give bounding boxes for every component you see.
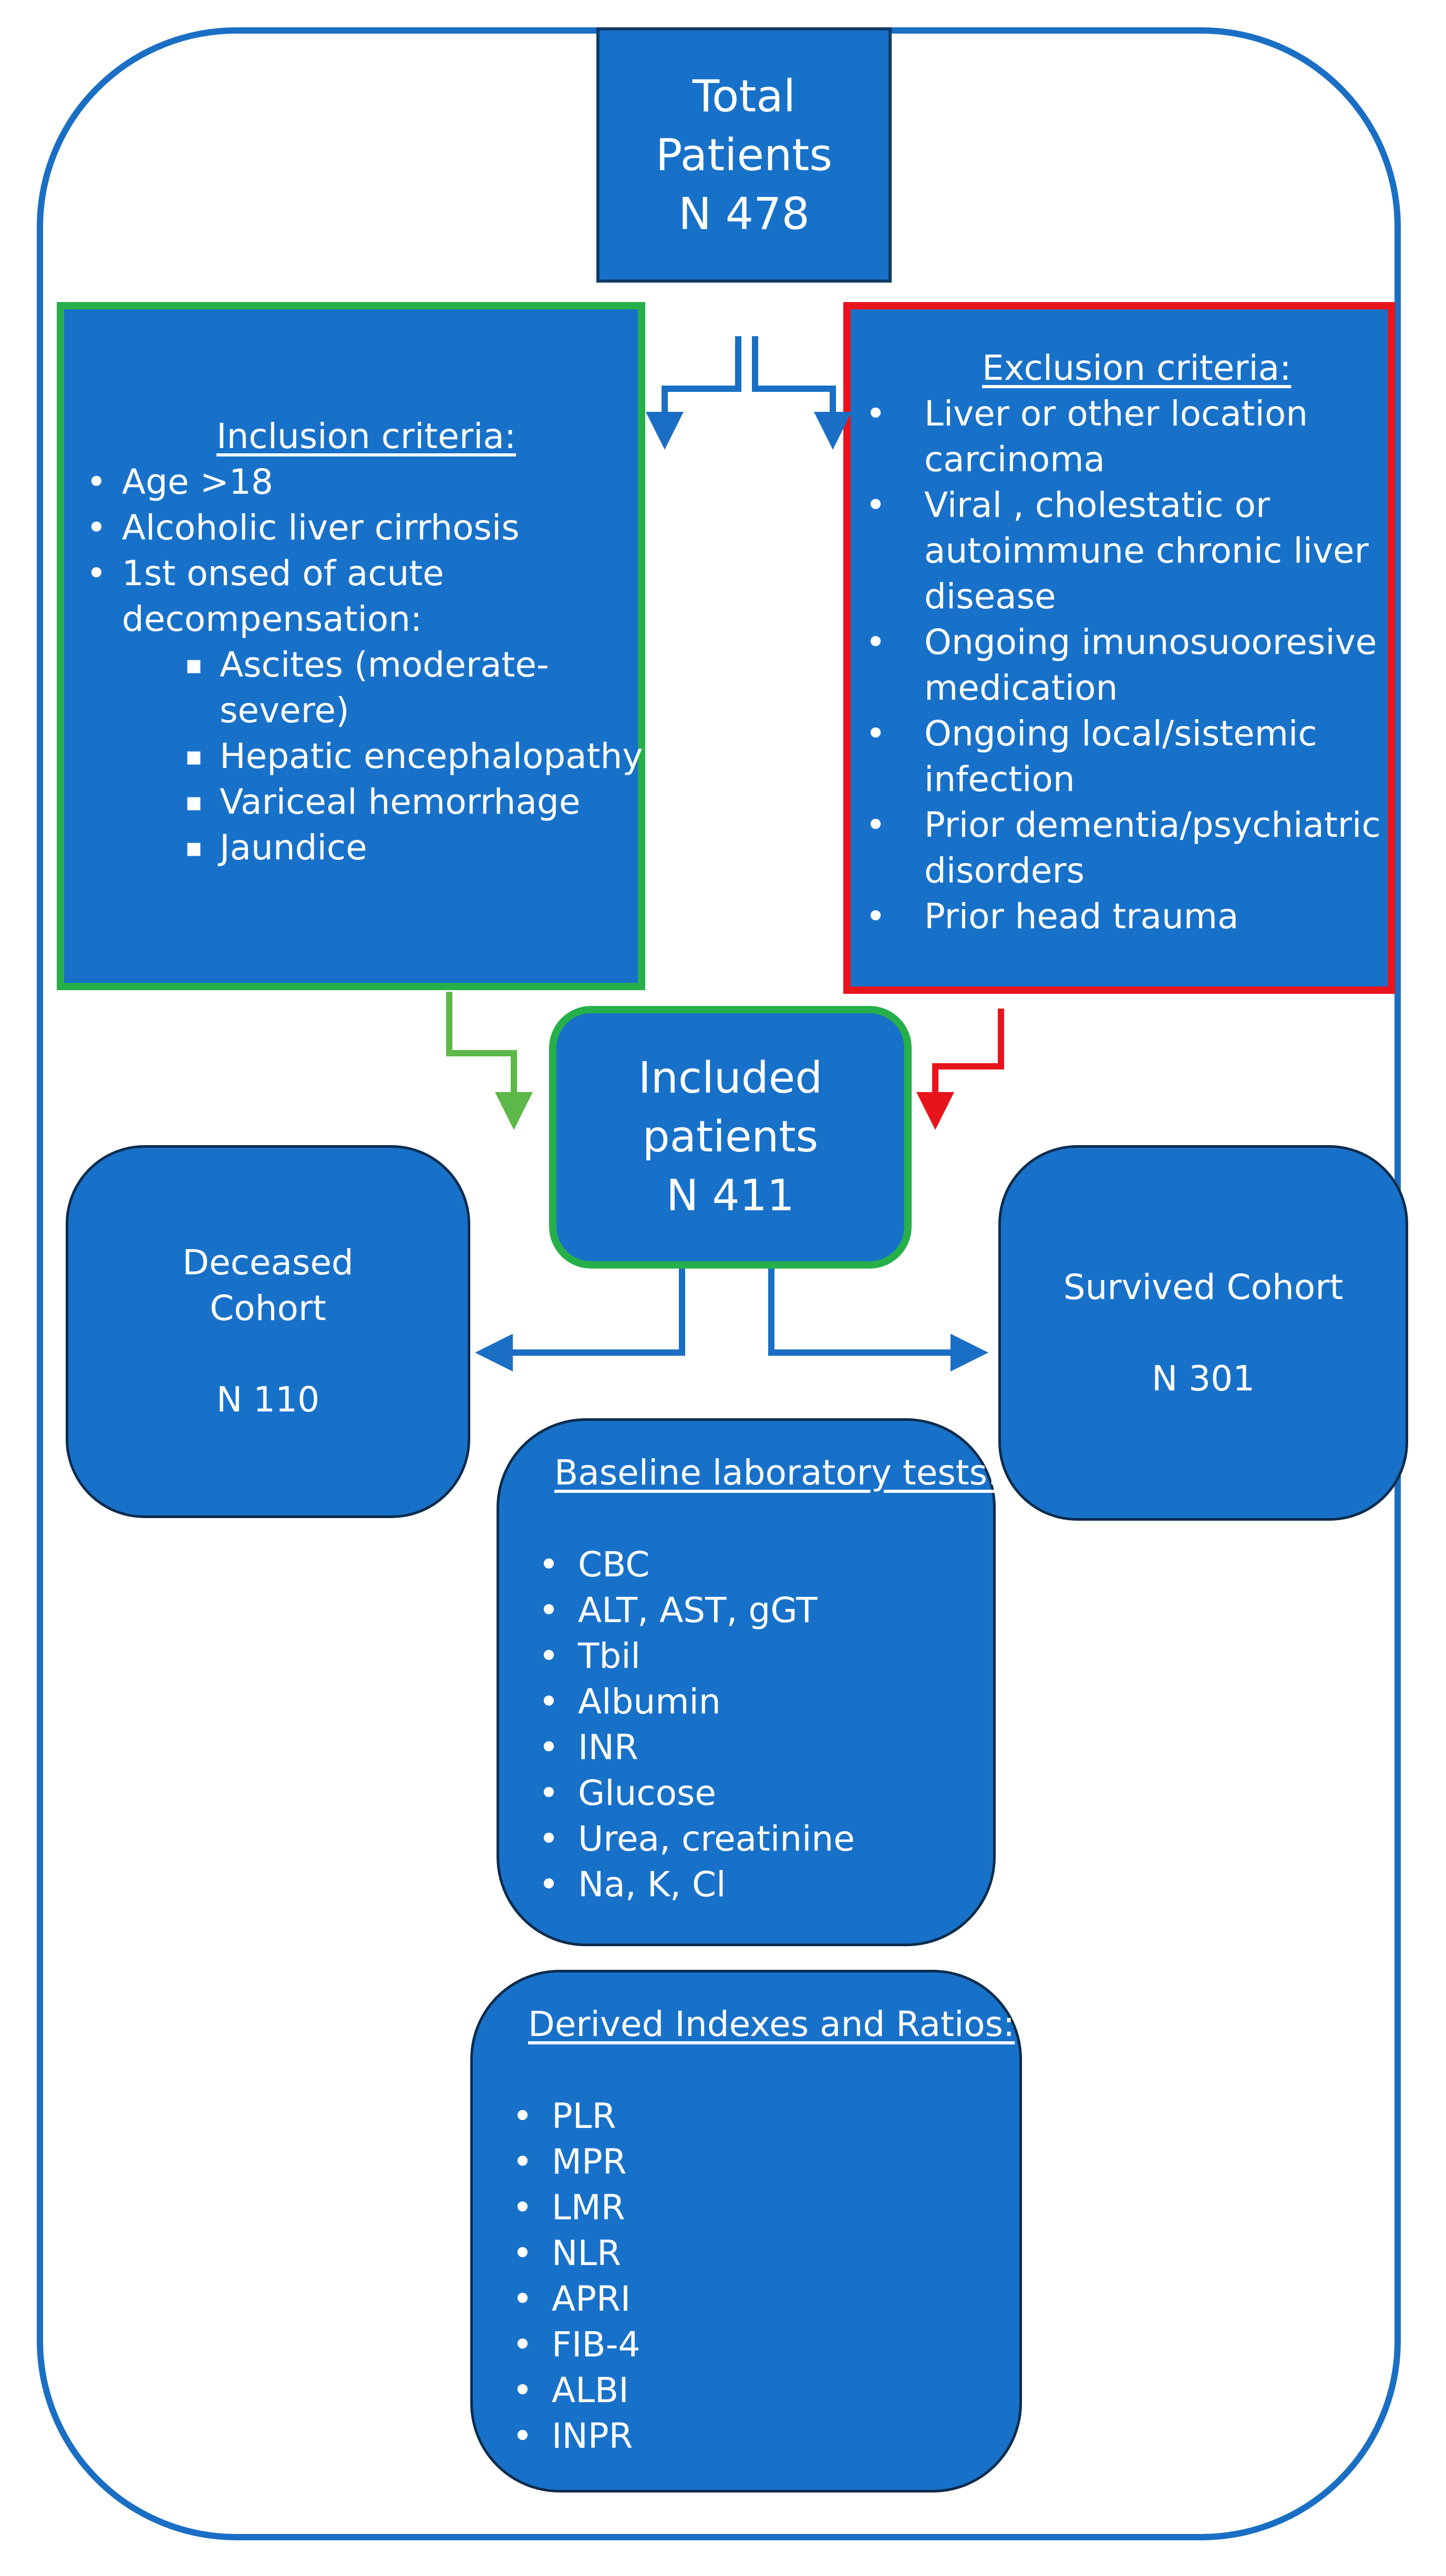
total-count: N 478 <box>678 188 810 240</box>
baseline-item: CBC <box>578 1544 650 1585</box>
derived-item: INPR <box>552 2416 633 2456</box>
exclusion-item-continued: carcinoma <box>924 439 1105 480</box>
square-bullet-icon: ▪ <box>185 649 203 680</box>
survived-cohort-node: Survived Cohort N 301 <box>998 1145 1408 1521</box>
derived-content: Derived Indexes and Ratios: PLR MPR LMR … <box>473 1972 1019 2490</box>
inclusion-heading: Inclusion criteria: <box>216 416 517 456</box>
total-line1: Total <box>692 70 796 122</box>
inclusion-to-included-arrow <box>446 992 533 1130</box>
exclusion-item-continued: disease <box>924 576 1056 617</box>
exclusion-criteria-node: Exclusion criteria: Liver or other locat… <box>843 302 1395 994</box>
included-line1: Included <box>638 1053 823 1103</box>
included-patients-node: Included patients N 411 <box>549 1006 912 1269</box>
square-bullet-icon: ▪ <box>185 786 203 817</box>
baseline-item: ALT, AST, gGT <box>578 1590 818 1630</box>
deceased-cohort-node: Deceased Cohort N 110 <box>66 1145 470 1518</box>
exclusion-item-continued: infection <box>924 759 1075 799</box>
inclusion-subitem: Jaundice <box>220 827 367 868</box>
derived-item: FIB-4 <box>552 2324 641 2365</box>
baseline-heading: Baseline laboratory tests: <box>554 1452 999 1493</box>
exclusion-heading: Exclusion criteria: <box>982 348 1292 388</box>
derived-item: PLR <box>552 2096 616 2136</box>
derived-item: LMR <box>552 2187 625 2228</box>
deceased-count: N 110 <box>216 1379 320 1420</box>
derived-heading: Derived Indexes and Ratios: <box>528 2004 1015 2044</box>
derived-indexes-node: Derived Indexes and Ratios: PLR MPR LMR … <box>470 1970 1022 2492</box>
derived-item: APRI <box>552 2279 631 2319</box>
square-bullet-icon: ▪ <box>185 741 203 771</box>
inclusion-subitem-continued: severe) <box>220 690 349 731</box>
baseline-item: Na, K, Cl <box>578 1864 726 1905</box>
exclusion-item: Liver or other location <box>924 393 1308 434</box>
derived-item: MPR <box>552 2142 627 2182</box>
exclusion-item: Ongoing imunosuooresive <box>924 622 1377 662</box>
inclusion-item: 1st onsed of acute <box>122 553 444 594</box>
split-arrow-right <box>752 336 852 450</box>
derived-item: NLR <box>552 2233 621 2273</box>
square-bullet-icon: ▪ <box>185 832 203 863</box>
included-to-survived-arrow <box>768 1269 988 1372</box>
inclusion-item: Age >18 <box>122 462 273 502</box>
baseline-tests-node: Baseline laboratory tests: CBC ALT, AST,… <box>497 1418 999 1946</box>
baseline-item: Glucose <box>578 1773 716 1813</box>
exclusion-to-included-arrow <box>916 1009 1004 1130</box>
exclusion-item-continued: medication <box>924 668 1118 708</box>
survived-count: N 301 <box>1151 1358 1255 1399</box>
inclusion-subitem: Variceal hemorrhage <box>220 782 581 822</box>
exclusion-item: Prior dementia/psychiatric <box>924 805 1381 845</box>
baseline-item: Albumin <box>578 1681 721 1722</box>
exclusion-item: Ongoing local/sistemic <box>924 713 1317 754</box>
total-patients-node: Total Patients N 478 <box>596 27 892 283</box>
survived-line1: Survived Cohort <box>1063 1267 1344 1307</box>
baseline-item: Tbil <box>578 1636 641 1676</box>
inclusion-criteria-node: Inclusion criteria: Age >18 Alcoholic li… <box>57 302 645 990</box>
baseline-item: Urea, creatinine <box>578 1819 855 1859</box>
included-to-deceased-arrow <box>475 1269 685 1372</box>
inclusion-item: Alcoholic liver cirrhosis <box>122 507 520 548</box>
exclusion-item-continued: autoimmune chronic liver <box>924 531 1369 571</box>
included-line2: patients <box>642 1112 819 1162</box>
inclusion-subitem: Ascites (moderate- <box>220 645 549 685</box>
total-line2: Patients <box>655 129 833 181</box>
baseline-item: INR <box>578 1727 638 1768</box>
exclusion-content: Exclusion criteria: Liver or other locat… <box>851 309 1388 986</box>
exclusion-item: Viral , cholestatic or <box>924 485 1271 525</box>
outer-frame <box>37 27 1401 2540</box>
deceased-line1: Deceased <box>182 1242 354 1283</box>
inclusion-content: Inclusion criteria: Age >18 Alcoholic li… <box>64 309 643 983</box>
derived-item: ALBI <box>552 2370 629 2411</box>
deceased-line2: Cohort <box>210 1288 326 1328</box>
split-arrow-left <box>646 336 741 450</box>
inclusion-item-continued: decompensation: <box>122 599 422 639</box>
baseline-content: Baseline laboratory tests: CBC ALT, AST,… <box>499 1421 999 1944</box>
exclusion-item: Prior head trauma <box>924 896 1239 937</box>
inclusion-subitem: Hepatic encephalopathy <box>220 736 643 776</box>
exclusion-item-continued: disorders <box>924 850 1084 891</box>
included-count: N 411 <box>666 1171 794 1221</box>
